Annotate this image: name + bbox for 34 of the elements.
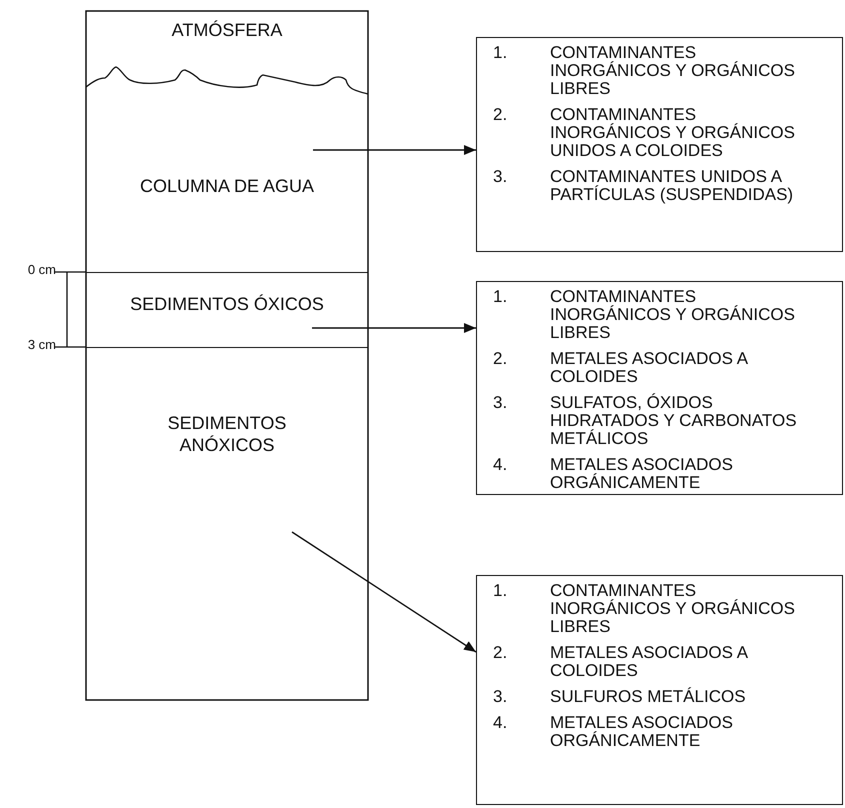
layer-label: SEDIMENTOS ÓXICOS — [130, 293, 324, 315]
layer-label: COLUMNA DE AGUA — [140, 175, 314, 197]
arrow — [313, 145, 476, 155]
list-item-text: CONTAMINANTES INORGÁNICOS Y ORGÁNICOS LIBRES — [550, 582, 796, 636]
list-item-text: CONTAMINANTES INORGÁNICOS Y ORGÁNICOS UNIDOS A COLOIDES — [550, 106, 796, 160]
list-item-text: CONTAMINANTES INORGÁNICOS Y ORGÁNICOS LIBRES — [550, 288, 796, 342]
list-item-text: SULFUROS METÁLICOS — [550, 688, 747, 706]
arrow — [292, 531, 476, 653]
list-number: 1. — [493, 288, 508, 308]
depth-label: 3 cm — [26, 337, 56, 352]
list-number: 3. — [493, 688, 508, 706]
layer-label: SEDIMENTOS ANÓXICOS — [166, 412, 288, 456]
contaminant-list-box — [476, 37, 843, 252]
list-number: 1. — [493, 582, 508, 602]
list-item-text: METALES ASOCIADOS A COLOIDES — [550, 350, 749, 386]
contaminant-list-box — [476, 575, 843, 805]
list-item-text: METALES ASOCIADOS A COLOIDES — [550, 644, 749, 680]
list-item-text: CONTAMINANTES UNIDOS A PARTÍCULAS (SUSPENDIDAS) — [550, 168, 794, 204]
list-number: 1. — [493, 44, 508, 64]
list-item-text: SULFATOS, ÓXIDOS HIDRATADOS Y CARBONATOS METÁLICOS — [550, 394, 798, 448]
list-number: 2. — [493, 644, 508, 664]
list-item-text: METALES ASOCIADOS ORGÁNICAMENTE — [550, 456, 734, 492]
list-number: 2. — [493, 106, 508, 126]
list-number: 4. — [493, 714, 508, 734]
arrow — [312, 323, 476, 333]
contaminant-list-box — [476, 281, 843, 495]
list-item-text: METALES ASOCIADOS ORGÁNICAMENTE — [550, 714, 734, 750]
list-number: 2. — [493, 350, 508, 370]
list-number: 4. — [493, 456, 508, 476]
list-number: 3. — [493, 168, 508, 188]
list-item-text: CONTAMINANTES INORGÁNICOS Y ORGÁNICOS LIBRES — [550, 44, 796, 98]
layer-label: ATMÓSFERA — [172, 19, 282, 41]
depth-label: 0 cm — [26, 262, 56, 277]
list-number: 3. — [493, 394, 508, 414]
